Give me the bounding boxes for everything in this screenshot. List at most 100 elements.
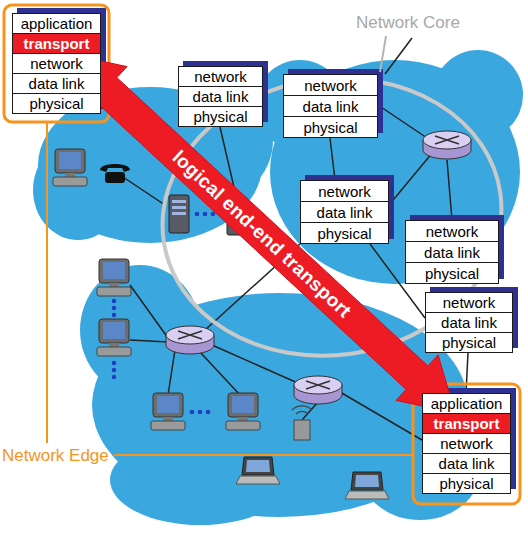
layer-name: transport (434, 416, 500, 431)
layer-name: network (443, 295, 496, 310)
illustration-part (112, 306, 117, 311)
protocol-layer-box: data link (425, 312, 513, 333)
transport-arrow (68, 54, 455, 413)
layer-name: data link (29, 76, 85, 91)
illustration-part (112, 313, 117, 318)
protocol-layer-box: data link (12, 73, 101, 94)
illustration-part (130, 340, 168, 342)
protocol-layer-box: physical (283, 116, 378, 138)
edge-label: logical end-end transport (169, 146, 355, 320)
illustration-part (190, 410, 195, 415)
illustration-part (330, 138, 335, 180)
router-icon (423, 131, 471, 159)
protocol-layer-box: physical (300, 222, 389, 244)
layer-name: application (431, 396, 503, 411)
layer-name: data link (439, 456, 495, 471)
illustration-part (447, 160, 452, 220)
protocol-layer-box: data link (405, 241, 499, 263)
layer-name: network (30, 56, 83, 71)
laptop-icon (236, 457, 280, 484)
base-station (292, 406, 312, 440)
illustration-part (112, 361, 117, 366)
layer-name: physical (317, 226, 371, 241)
illustration-part (112, 375, 117, 380)
layer-name: physical (425, 266, 479, 281)
layer-name: network (426, 224, 479, 239)
protocol-layer-box: transport (12, 33, 101, 54)
illustration-part (433, 50, 523, 140)
protocol-layer-box: data link (422, 453, 511, 474)
illustration-part (302, 402, 318, 420)
computer-icon (151, 393, 185, 430)
core-outline (144, 57, 519, 378)
protocol-layer-box: data link (300, 201, 389, 223)
edge-frame (4, 5, 109, 122)
illustration-part (294, 420, 310, 440)
illustration-part (206, 410, 211, 415)
illustration-part (110, 435, 290, 525)
computer-icon (97, 259, 131, 296)
region-label: Network Edge (2, 447, 109, 464)
illustration-part (203, 212, 208, 217)
leader-line (46, 122, 48, 443)
illustration-part (112, 368, 117, 373)
laptop-icon (345, 472, 389, 499)
computer-icon (53, 149, 87, 186)
illustration-part (112, 299, 117, 304)
layer-name: network (318, 184, 371, 199)
protocol-layer-box: transport (422, 413, 511, 434)
illustration-part (385, 38, 412, 74)
edge-frame (413, 384, 520, 504)
layer-name: data link (441, 315, 497, 330)
dotted-link (112, 212, 216, 415)
protocol-layer-box: network (422, 433, 511, 454)
layer-name: data link (317, 205, 373, 220)
server-icon (169, 195, 189, 233)
protocol-layer-box: network (425, 292, 513, 313)
protocol-layer-box: physical (12, 93, 101, 114)
region-label: Network Core (356, 14, 460, 31)
protocol-layer-box: physical (422, 473, 511, 494)
phone-icon (100, 164, 130, 183)
illustration-part (198, 410, 203, 415)
layer-name: data link (424, 245, 480, 260)
protocol-layer-box: physical (178, 106, 263, 127)
layer-name: physical (303, 120, 357, 135)
protocol-layer-box: network (12, 53, 101, 74)
computer-icon (97, 319, 131, 356)
leader-line (114, 454, 413, 456)
leader-line (380, 36, 386, 72)
layer-name: network (440, 436, 493, 451)
layer-name: physical (439, 476, 493, 491)
protocol-layer-box: physical (405, 262, 499, 284)
illustration-part (168, 350, 175, 395)
illustration-part (120, 175, 165, 205)
computer-icon (226, 393, 260, 430)
protocol-layer-box: application (422, 393, 511, 414)
layer-name: physical (29, 96, 83, 111)
layer-name: data link (303, 99, 359, 114)
protocol-layer-box: network (283, 74, 378, 96)
illustration-part (195, 212, 200, 217)
layer-name: network (194, 69, 247, 84)
layer-name: physical (193, 109, 247, 124)
layer-name: application (21, 16, 93, 31)
router-icon (294, 376, 342, 404)
protocol-layer-box: network (178, 66, 263, 87)
protocol-layer-box: application (12, 13, 101, 34)
illustration-part (200, 352, 240, 395)
protocol-layer-box: network (405, 220, 499, 242)
protocol-layer-box: network (300, 180, 389, 202)
protocol-layer-box: data link (283, 95, 378, 117)
illustration-part (466, 353, 468, 393)
layer-name: physical (442, 335, 496, 350)
layer-name: transport (24, 36, 90, 51)
illustration-part (389, 152, 433, 205)
router-icon (166, 326, 214, 354)
layer-name: data link (193, 89, 249, 104)
layer-name: network (304, 78, 357, 93)
protocol-layer-box: physical (425, 332, 513, 353)
illustration-part (130, 285, 168, 338)
